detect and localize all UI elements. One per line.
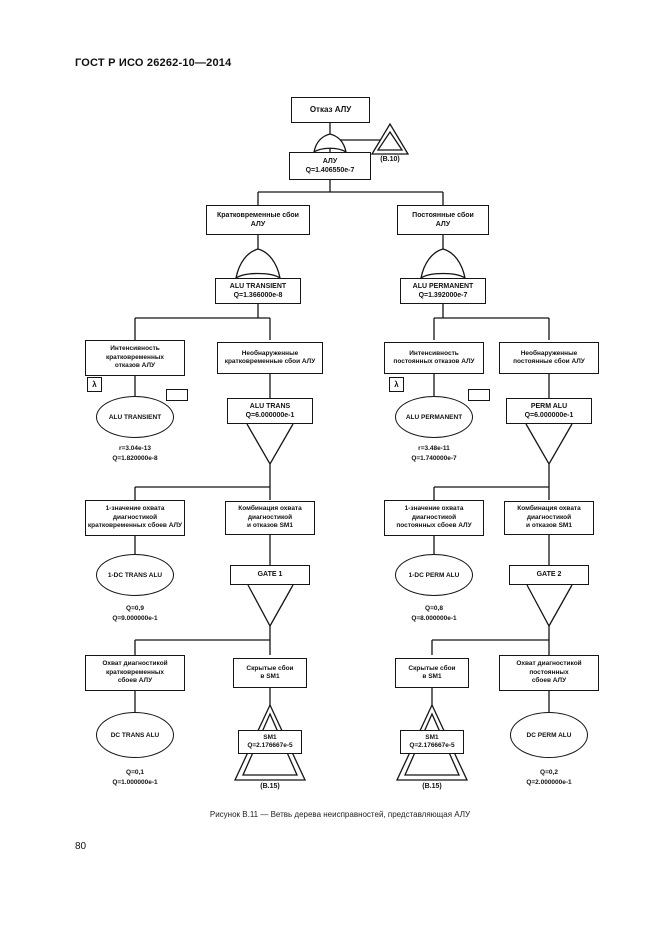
basic-event-dc-perm-values: Q=0,2 Q=2.000000e-1 [526, 769, 572, 786]
basic-event-alu-transient-circle: ALU TRANSIENT [96, 396, 174, 438]
document-header: ГОСТ Р ИСО 26262-10—2014 [75, 57, 232, 69]
event-rate-transient-box: Интенсивность кратковременных отказов АЛ… [85, 340, 185, 376]
basic-event-dc-perm-circle: DC PERM ALU [510, 712, 588, 758]
basic-event-one-dc-trans-values: Q=0,9 Q=9.000000e-1 [112, 605, 158, 622]
transfer-b10-label: (В.10) [380, 156, 400, 163]
gate-alu-trans-label-box: ALU TRANS Q=6.000000e-1 [227, 398, 313, 424]
basic-event-alu-permanent-circle: ALU PERMANENT [395, 396, 473, 438]
gate-2-label-box: GATE 2 [509, 565, 589, 585]
event-rate-permanent-box: Интенсивность постоянных отказов АЛУ [384, 342, 484, 374]
lambda-symbol-left: λ [87, 377, 102, 392]
figure-caption: Рисунок В.11 — Ветвь дерева неисправност… [209, 810, 471, 819]
basic-event-one-dc-perm-circle: 1-DC PERM ALU [395, 554, 473, 596]
transfer-b15-right-label: (В.15) [422, 783, 442, 790]
event-undetected-permanent-box: Необнаруженные постоянные сбои АЛУ [499, 342, 599, 374]
event-combination-sm1-right-box: Комбинация охвата диагностикой и отказов… [504, 501, 594, 535]
event-one-minus-dc-transient-box: 1-значение охвата диагностикой кратковре… [85, 500, 185, 536]
event-combination-sm1-left-box: Комбинация охвата диагностикой и отказов… [225, 501, 315, 535]
and-gate-gate2-icon [526, 584, 573, 628]
and-gate-gate1-icon [247, 584, 294, 628]
event-permanent-faults-box: Постоянные сбои АЛУ [397, 205, 489, 235]
or-gate-alu-icon [313, 133, 347, 154]
event-latent-sm1-left-box: Скрытые сбои в SM1 [233, 658, 307, 688]
gate-alu-label-box: АЛУ Q=1.406550e-7 [289, 152, 371, 180]
or-gate-alu-permanent-icon [420, 248, 466, 280]
gate-1-label-box: GATE 1 [230, 565, 310, 585]
event-one-minus-dc-permanent-box: 1-значение охвата диагностикой постоянны… [384, 500, 484, 536]
event-transient-faults-box: Кратковременные сбои АЛУ [206, 205, 310, 235]
gate-perm-alu-label-box: PERM ALU Q=6.000000e-1 [506, 398, 592, 424]
event-dc-transient-box: Охват диагностикой кратковременных сбоев… [85, 655, 185, 691]
parameter-box-left [166, 389, 188, 401]
and-gate-alu-trans-icon [246, 423, 294, 466]
top-event-box: Отказ АЛУ [291, 97, 370, 123]
page-number: 80 [75, 841, 87, 852]
and-gate-perm-alu-icon [525, 423, 573, 466]
gate-alu-transient-label-box: ALU TRANSIENT Q=1.366000e-8 [215, 278, 301, 304]
transfer-b15-left-label: (В.15) [260, 783, 280, 790]
event-undetected-transient-box: Необнаруженные кратковременные сбои АЛУ [217, 342, 323, 374]
or-gate-alu-transient-icon [235, 248, 281, 280]
gate-alu-permanent-label-box: ALU PERMANENT Q=1.392000e-7 [400, 278, 486, 304]
event-dc-permanent-box: Охват диагностикой постоянных сбоев АЛУ [499, 655, 599, 691]
basic-event-dc-trans-circle: DC TRANS ALU [96, 712, 174, 758]
basic-event-one-dc-trans-circle: 1-DC TRANS ALU [96, 554, 174, 596]
parameter-box-right [468, 389, 490, 401]
basic-event-alu-transient-values: r=3.04e-13 Q=1.820000e-8 [112, 445, 158, 462]
lambda-symbol-right: λ [389, 377, 404, 392]
basic-event-one-dc-perm-values: Q=0,8 Q=8.000000e-1 [411, 605, 457, 622]
transfer-sm1-right-box: SM1 Q=2.176667e-5 [400, 730, 464, 754]
basic-event-alu-permanent-values: r=3.48e-11 Q=1.740000e-7 [411, 445, 457, 462]
basic-event-dc-trans-values: Q=0,1 Q=1.000000e-1 [112, 769, 158, 786]
transfer-sm1-left-box: SM1 Q=2.176667e-5 [238, 730, 302, 754]
transfer-triangle-b10-icon [370, 122, 410, 155]
event-latent-sm1-right-box: Скрытые сбои в SM1 [395, 658, 469, 688]
